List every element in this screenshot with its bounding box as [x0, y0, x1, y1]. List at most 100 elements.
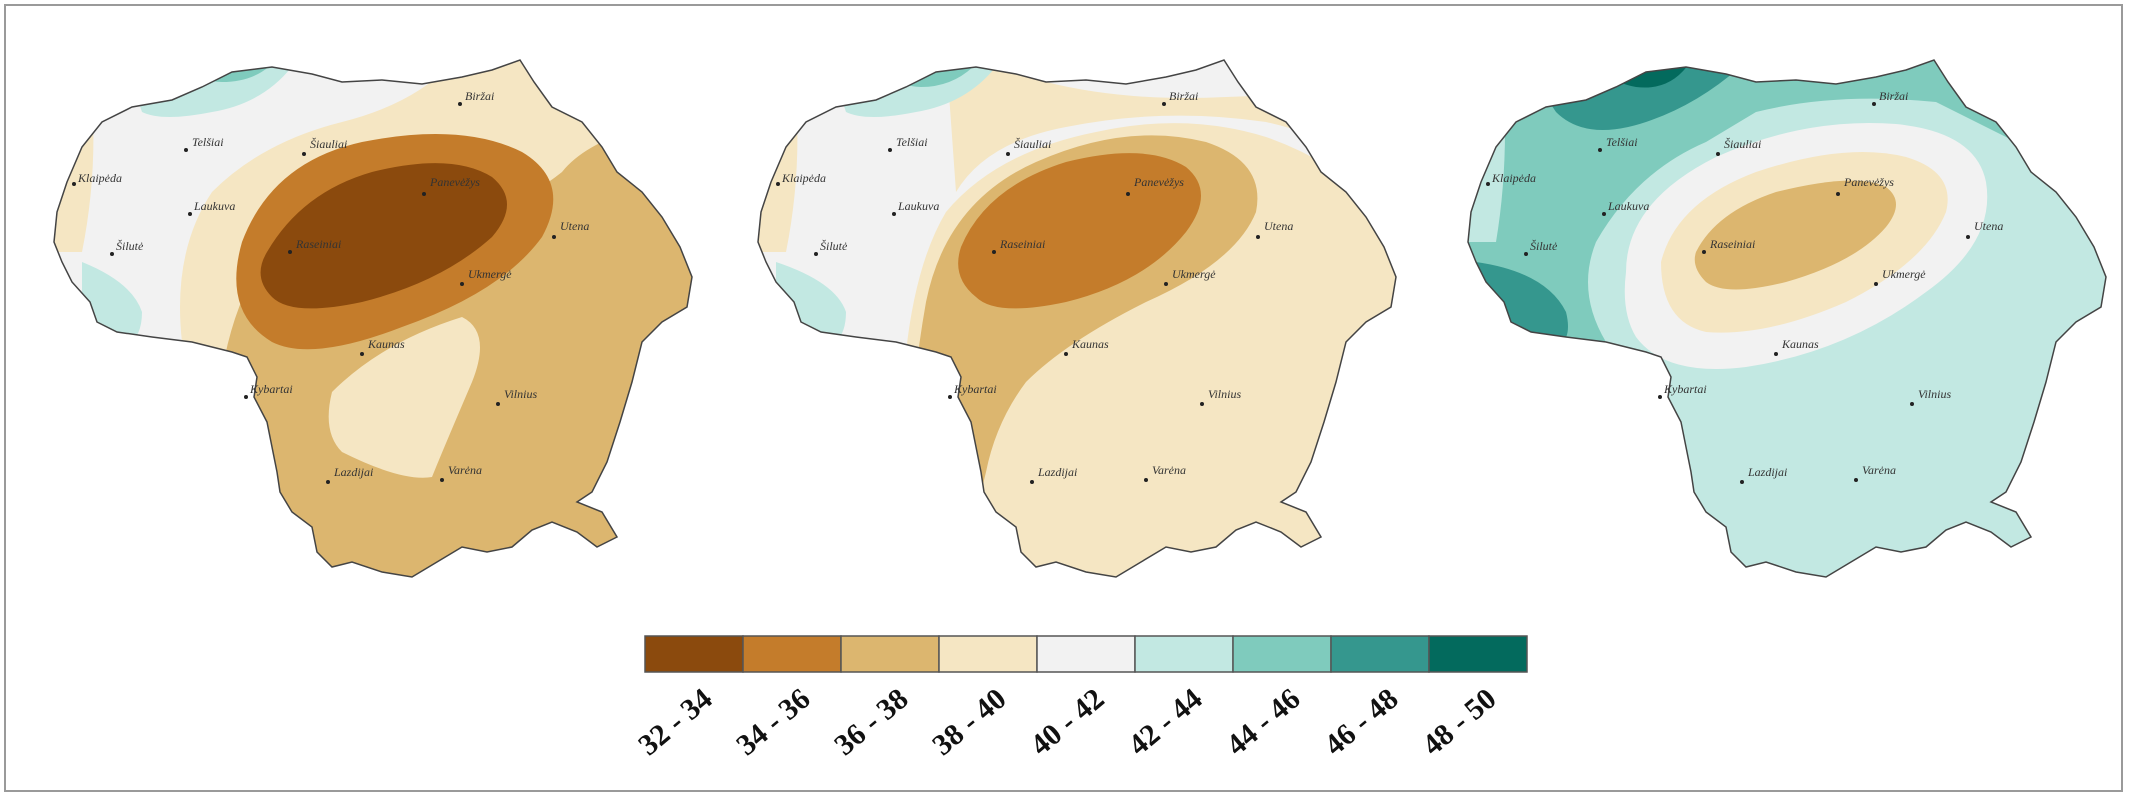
city-label: Utena [1264, 219, 1293, 233]
city-label: Šilutė [116, 239, 144, 253]
city-label: Biržai [1169, 89, 1198, 103]
legend-label: 48 - 50 [1416, 682, 1502, 762]
city-label: Lazdijai [333, 465, 373, 479]
city-dot [1774, 352, 1778, 356]
city-dot [1874, 282, 1878, 286]
city-dot [1126, 192, 1130, 196]
legend-swatch [1330, 635, 1430, 673]
city-label: Vilnius [1208, 387, 1241, 401]
city-label: Klaipėda [77, 171, 122, 185]
city-dot [888, 148, 892, 152]
legend-swatch [938, 635, 1038, 673]
region-36-38 [1694, 180, 1896, 290]
city-label: Telšiai [1606, 135, 1638, 149]
city-dot [776, 182, 780, 186]
city-label: Laukuva [897, 199, 939, 213]
city-label: Lazdijai [1747, 465, 1787, 479]
city-dot [360, 352, 364, 356]
city-label: Vilnius [504, 387, 537, 401]
legend-label: 44 - 46 [1220, 682, 1306, 762]
city-dot [552, 235, 556, 239]
city-label: Panevėžys [1843, 175, 1894, 189]
city-markers: Biržai Telšiai Šiauliai Klaipėda Panevėž… [72, 89, 589, 484]
city-label: Panevėžys [1133, 175, 1184, 189]
city-dot [1658, 395, 1662, 399]
city-label: Telšiai [192, 135, 224, 149]
city-label: Kaunas [367, 337, 405, 351]
city-label: Varėna [1862, 463, 1896, 477]
legend-label: 42 - 44 [1122, 682, 1208, 762]
city-label: Varėna [1152, 463, 1186, 477]
city-dot [72, 182, 76, 186]
city-dot [1200, 402, 1204, 406]
city-label: Šilutė [1530, 239, 1558, 253]
city-dot [1162, 102, 1166, 106]
legend-label: 40 - 42 [1024, 682, 1110, 762]
legend-label: 36 - 38 [828, 682, 914, 762]
city-dot [992, 250, 996, 254]
legend-swatch [644, 635, 744, 673]
city-dot [326, 480, 330, 484]
city-label: Šilutė [820, 239, 848, 253]
city-dot [184, 148, 188, 152]
city-label: Kybartai [1663, 382, 1707, 396]
city-dot [110, 252, 114, 256]
city-dot [1064, 352, 1068, 356]
city-dot [1602, 212, 1606, 216]
city-markers: Biržai Telšiai Šiauliai Klaipėda Panevėž… [776, 89, 1293, 484]
city-dot [1910, 402, 1914, 406]
city-label: Laukuva [193, 199, 235, 213]
legend-swatch [840, 635, 940, 673]
city-label: Biržai [1879, 89, 1908, 103]
region-36-38-coast [758, 60, 773, 192]
city-dot [288, 250, 292, 254]
city-label: Raseiniai [1709, 237, 1755, 251]
region-38-40-coast [758, 60, 798, 252]
region-38-40-coast [54, 60, 94, 252]
city-dot [1030, 480, 1034, 484]
city-label: Šiauliai [1724, 137, 1761, 151]
legend-label: 38 - 40 [926, 682, 1012, 762]
city-dot [814, 252, 818, 256]
city-dot [440, 478, 444, 482]
city-label: Kaunas [1071, 337, 1109, 351]
city-dot [1486, 182, 1490, 186]
region-42-44-coast [1468, 60, 1505, 242]
city-label: Ukmergė [1172, 267, 1216, 281]
region-40-42 [758, 60, 1396, 352]
city-dot [1716, 152, 1720, 156]
city-label: Kaunas [1781, 337, 1819, 351]
city-label: Utena [560, 219, 589, 233]
city-label: Varėna [448, 463, 482, 477]
region-34-36 [958, 153, 1201, 309]
city-dot [458, 102, 462, 106]
city-dot [1164, 282, 1168, 286]
legend-swatch [1428, 635, 1528, 673]
city-dot [1966, 235, 1970, 239]
city-dot [1598, 148, 1602, 152]
city-dot [460, 282, 464, 286]
city-dot [1872, 102, 1876, 106]
legend-swatch [1134, 635, 1234, 673]
city-dot [244, 395, 248, 399]
city-label: Laukuva [1607, 199, 1649, 213]
legend-label: 34 - 36 [730, 682, 816, 762]
legend-label: 46 - 48 [1318, 682, 1404, 762]
city-dot [1006, 152, 1010, 156]
city-label: Lazdijai [1037, 465, 1077, 479]
city-dot [1524, 252, 1528, 256]
city-dot [1740, 480, 1744, 484]
city-label: Šiauliai [310, 137, 347, 151]
city-dot [1702, 250, 1706, 254]
city-dot [1256, 235, 1260, 239]
region-36-38-coast [54, 60, 69, 192]
region-40-42-coast [1468, 60, 1483, 182]
city-label: Ukmergė [468, 267, 512, 281]
city-label: Klaipėda [1491, 171, 1536, 185]
city-label: Raseiniai [295, 237, 341, 251]
region-32-34 [260, 163, 507, 309]
city-label: Panevėžys [429, 175, 480, 189]
city-dot [1854, 478, 1858, 482]
